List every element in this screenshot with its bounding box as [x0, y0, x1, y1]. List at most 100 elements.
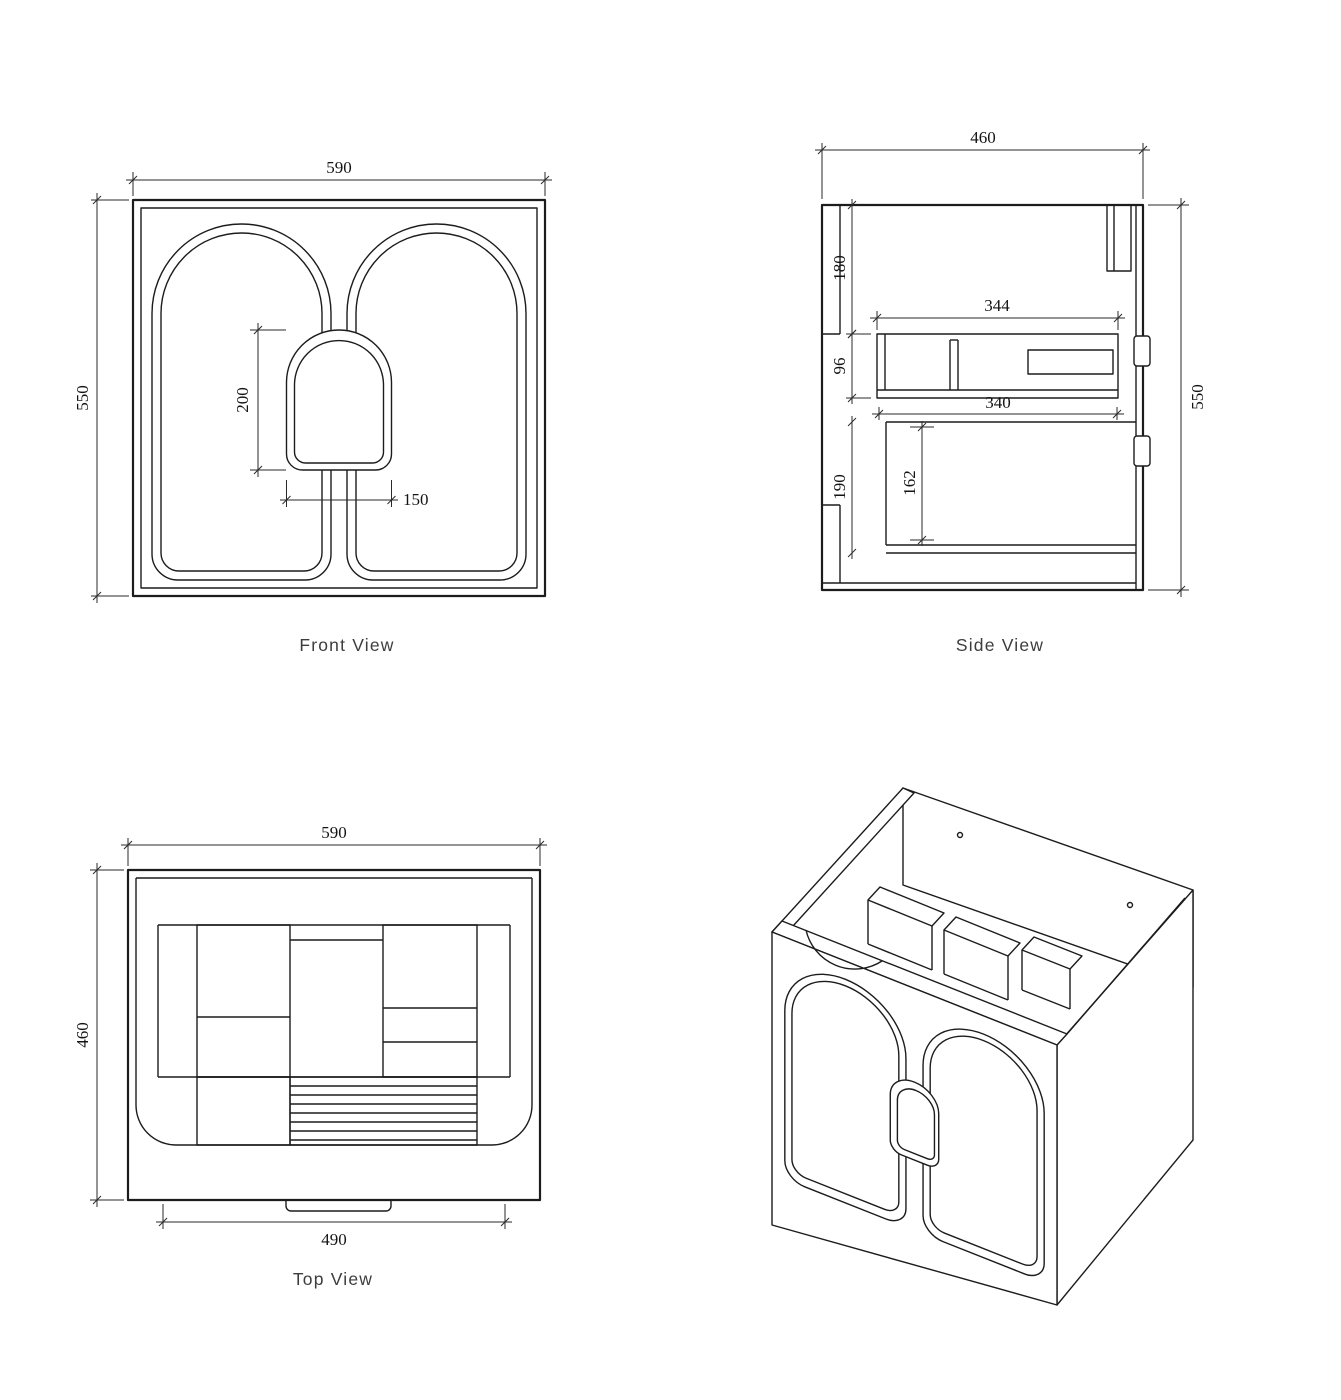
- iso-door-right-inner: [930, 1019, 1037, 1269]
- dim-side-drawer-depth: 344: [870, 296, 1125, 330]
- iso-screw-hole: [1126, 901, 1134, 909]
- front-door-right-inner: [355, 232, 518, 572]
- front-handle-outer: [285, 329, 393, 471]
- tick: [847, 200, 857, 210]
- dim-top-opening-width-label: 490: [321, 1230, 347, 1249]
- tick: [847, 548, 857, 558]
- iso-divider-bottom: [943, 973, 1009, 1001]
- iso-divider-top: [943, 916, 1021, 957]
- dim-side-lower-inner-height-label: 162: [900, 470, 919, 496]
- dim-front-handle-width-label: 150: [403, 490, 429, 509]
- iso-door-left-inner: [792, 965, 899, 1215]
- dim-front-width: 590: [126, 158, 552, 196]
- iso-screw-hole: [956, 831, 964, 839]
- dim-side-shelf-depth: 340: [872, 393, 1124, 420]
- dim-front-height-label: 550: [73, 385, 92, 411]
- tick: [92, 591, 102, 601]
- top-grill-lines: [290, 1085, 477, 1141]
- tick: [282, 495, 291, 505]
- dim-top-width: 590: [121, 823, 547, 866]
- side-drawer-runner-hatch: [1027, 349, 1114, 375]
- dim-side-lower-height: 190: [830, 416, 857, 559]
- dim-front-height: 550: [73, 193, 129, 603]
- dim-side-lower-height-label: 190: [830, 474, 849, 500]
- dim-side-top-offset-label: 180: [830, 255, 849, 281]
- front-cabinet-outer: [131, 198, 547, 598]
- dim-top-depth: 460: [73, 863, 124, 1207]
- tick: [817, 145, 827, 155]
- top-handle-tab: [285, 1200, 392, 1212]
- dim-top-opening-width: 490: [156, 1204, 512, 1249]
- dim-side-drawer-height-label: 96: [830, 358, 849, 375]
- tick: [872, 313, 882, 323]
- dim-side-lower-inner-height: 162: [900, 421, 934, 546]
- tick: [847, 329, 857, 339]
- dim-front-handle-height-label: 200: [233, 387, 252, 413]
- dim-side-height: 550: [1148, 198, 1207, 597]
- tick: [1138, 145, 1148, 155]
- dim-front-handle-width: 150: [280, 480, 429, 509]
- dim-side-depth-label: 460: [970, 128, 996, 147]
- tick: [387, 495, 396, 505]
- tick: [128, 175, 138, 185]
- iso-interior-dividers: [867, 886, 1083, 1010]
- tick: [917, 535, 927, 545]
- iso-door-right-outer: [923, 1010, 1044, 1282]
- iso-doors: [785, 955, 1044, 1281]
- side-view-label: Side View: [956, 635, 1044, 655]
- tick: [1176, 200, 1186, 210]
- tick: [253, 325, 263, 335]
- tick: [535, 840, 545, 850]
- top-view-label: Top View: [293, 1269, 373, 1289]
- top-cabinet-outer: [126, 868, 542, 1202]
- tick: [1113, 313, 1123, 323]
- tick: [92, 1195, 102, 1205]
- iso-divider-bottom: [1021, 989, 1071, 1010]
- top-grill-box: [289, 1076, 478, 1146]
- front-cabinet-inner: [140, 207, 538, 589]
- side-hinge: [1133, 335, 1151, 367]
- tick: [874, 409, 884, 419]
- dim-front-handle-height: 200: [233, 323, 286, 477]
- dim-side-drawer-height: 96: [830, 328, 871, 404]
- tick: [1176, 585, 1186, 595]
- tick: [847, 417, 857, 427]
- dim-top-width-label: 590: [321, 823, 347, 842]
- tick: [158, 1217, 168, 1227]
- side-view: 460 550 180 344: [815, 128, 1207, 655]
- dim-top-depth-label: 460: [73, 1022, 92, 1048]
- tick: [123, 840, 133, 850]
- tick: [500, 1217, 510, 1227]
- iso-right-inner-rim: [1066, 897, 1186, 1035]
- tick: [1112, 409, 1122, 419]
- front-view-label: Front View: [299, 635, 394, 655]
- dim-side-height-label: 550: [1188, 384, 1207, 410]
- side-wall-rail: [1106, 204, 1132, 272]
- iso-divider-top: [1021, 936, 1083, 970]
- tick: [92, 865, 102, 875]
- tick: [540, 175, 550, 185]
- dim-side-top-offset: 180: [830, 199, 871, 340]
- dim-front-width-label: 590: [326, 158, 352, 177]
- tick: [92, 195, 102, 205]
- dim-side-shelf-depth-label: 340: [985, 393, 1011, 412]
- iso-handle-inner: [897, 1083, 934, 1161]
- top-inner-front-curve: [135, 1104, 533, 1146]
- dim-side-depth: 460: [815, 128, 1150, 199]
- tick: [847, 393, 857, 403]
- front-handle-inner: [293, 339, 385, 464]
- iso-scallop-cutout: [805, 929, 883, 970]
- side-hinge: [1133, 435, 1151, 467]
- side-cabinet-outline: [820, 203, 1145, 592]
- iso-door-left-outer: [785, 955, 906, 1227]
- top-right-compartment: [382, 924, 478, 1078]
- iso-divider-top: [867, 886, 945, 927]
- isometric-view: [771, 787, 1194, 1306]
- tick: [253, 465, 263, 475]
- iso-handle-outer: [890, 1072, 938, 1169]
- top-left-compartment: [196, 924, 291, 1078]
- top-view: 590 460 490 Top View: [73, 823, 547, 1289]
- top-front-left-box: [196, 1076, 291, 1146]
